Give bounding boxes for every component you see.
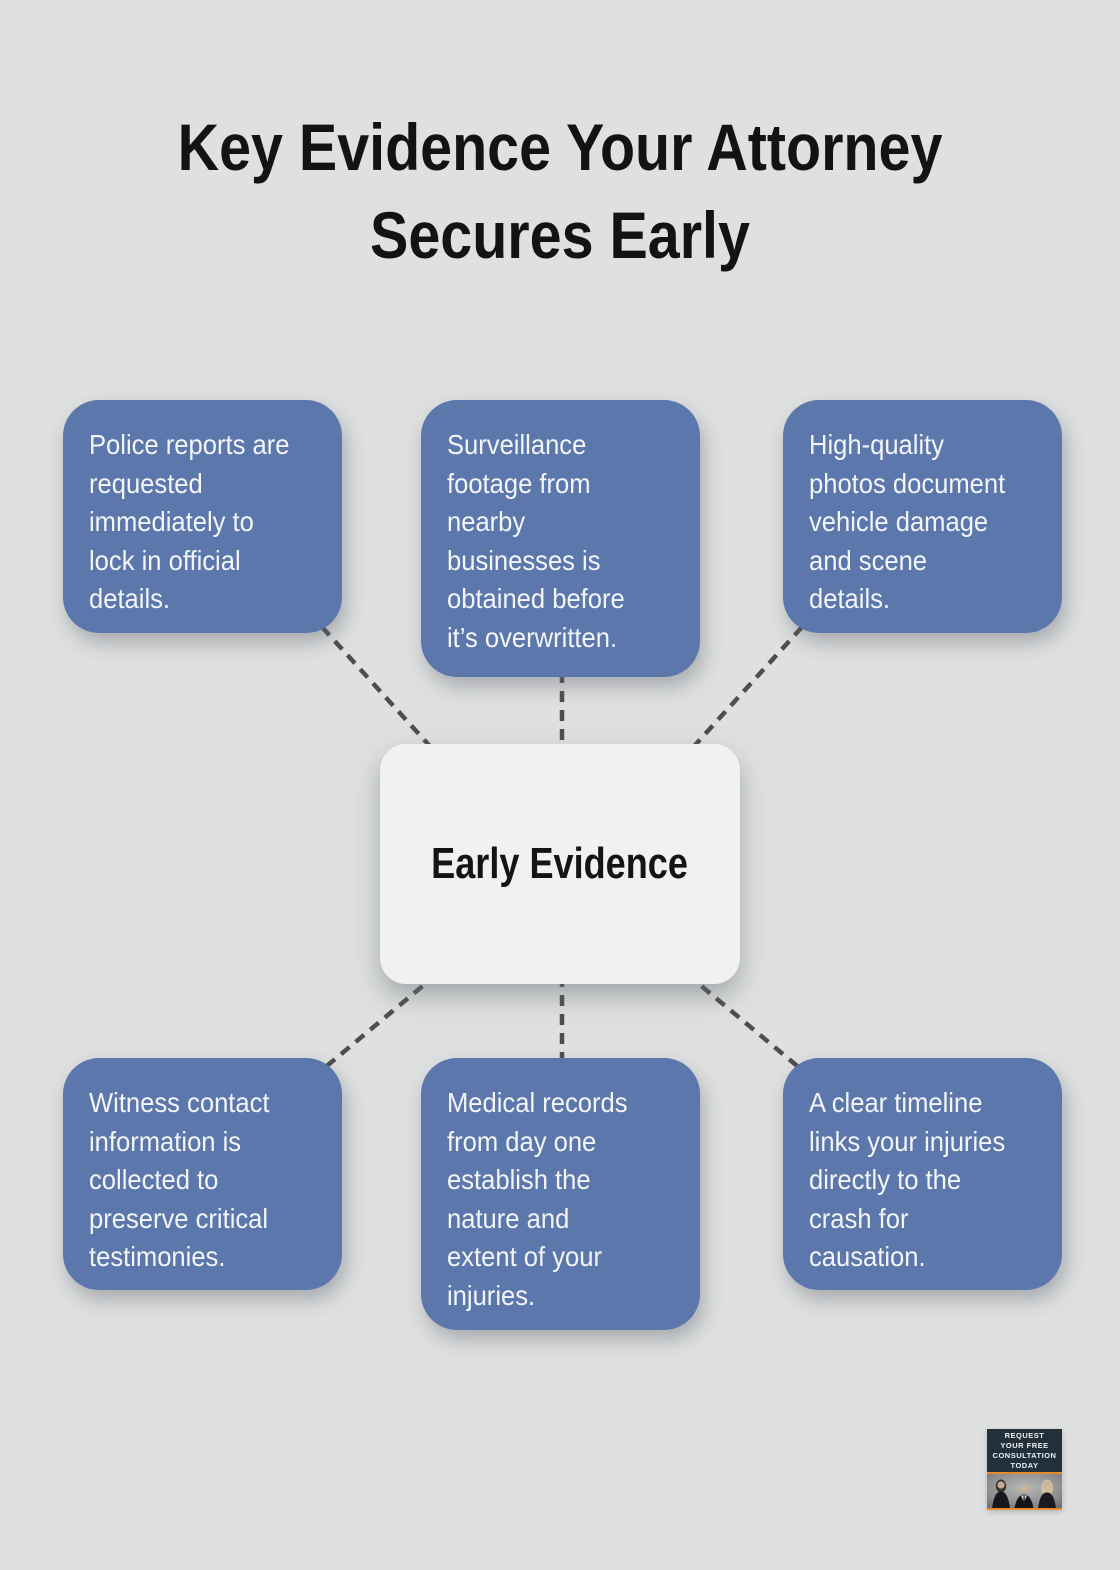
connector-bottom-right <box>685 972 804 1072</box>
page-title: Key Evidence Your Attorney Secures Early <box>0 103 1120 279</box>
connector-top-left <box>320 625 439 756</box>
consultation-badge: REQUEST YOUR FREE CONSULTATION TODAY <box>987 1429 1062 1510</box>
center-node-early-evidence: Early Evidence <box>380 744 740 984</box>
node-police-reports-text: Police reports are requested immediately… <box>89 429 290 614</box>
node-medical-records-text: Medical records from day one establish t… <box>447 1087 628 1311</box>
node-witness-contact: Witness contact information is collected… <box>63 1058 342 1290</box>
node-injury-timeline: A clear timeline links your injuries dir… <box>783 1058 1062 1290</box>
page-title-line-2: Secures Early <box>370 198 750 272</box>
consultation-badge-text-panel: REQUEST YOUR FREE CONSULTATION TODAY <box>987 1429 1062 1472</box>
node-injury-timeline-text: A clear timeline links your injuries dir… <box>809 1087 1006 1272</box>
node-witness-contact-text: Witness contact information is collected… <box>89 1087 270 1272</box>
badge-orange-divider-bottom <box>987 1508 1062 1510</box>
node-police-reports: Police reports are requested immediately… <box>63 400 342 633</box>
attorneys-photo <box>987 1474 1062 1508</box>
node-surveillance-footage: Surveillance footage from nearby busines… <box>421 400 700 677</box>
page-title-line-1: Key Evidence Your Attorney <box>177 110 943 184</box>
consultation-badge-text: REQUEST YOUR FREE CONSULTATION TODAY <box>992 1430 1057 1470</box>
connector-top-right <box>685 625 804 756</box>
node-scene-photos-text: High-quality photos document vehicle dam… <box>809 429 1006 614</box>
badge-orange-divider <box>987 1472 1062 1474</box>
node-medical-records: Medical records from day one establish t… <box>421 1058 700 1330</box>
node-scene-photos: High-quality photos document vehicle dam… <box>783 400 1062 633</box>
node-surveillance-footage-text: Surveillance footage from nearby busines… <box>447 429 625 653</box>
center-node-label: Early Evidence <box>431 839 689 888</box>
connector-bottom-left <box>320 972 439 1072</box>
